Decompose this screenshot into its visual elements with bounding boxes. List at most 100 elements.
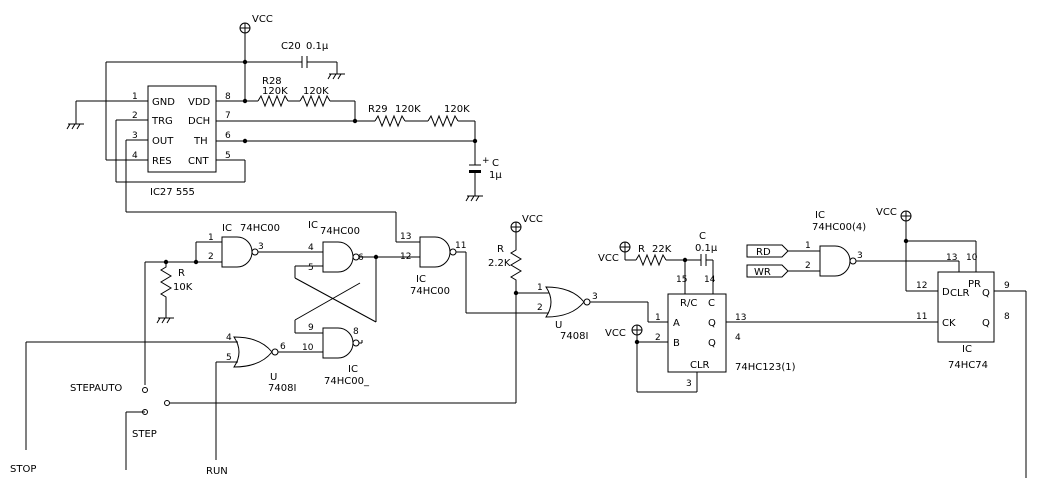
vcc-label: VCC bbox=[252, 14, 273, 25]
pin-number: 3 bbox=[686, 379, 692, 389]
gate-ic-label: IC bbox=[416, 274, 426, 285]
vcc-symbol-top: VCC bbox=[239, 14, 273, 34]
pin-number: 4 bbox=[226, 333, 232, 343]
pin-name: Q bbox=[982, 318, 990, 329]
pin-number: 10 bbox=[302, 343, 314, 353]
or-gate-b: U 7408I 1 2 3 bbox=[537, 283, 598, 342]
r10k-ref: R bbox=[178, 268, 185, 279]
ic27-pin-name: VDD bbox=[188, 97, 211, 108]
capacitor-c-osc: C 0.1μ bbox=[695, 231, 718, 294]
ic27-pin-num: 2 bbox=[132, 111, 138, 121]
pin-name: CK bbox=[942, 318, 956, 329]
pin-number: 9 bbox=[308, 323, 314, 333]
rd-input-port: RD bbox=[746, 244, 789, 258]
pin-number: 2 bbox=[537, 303, 543, 313]
flipflop-74hc74-section: VCC D CK CLR PR Q Q IC 74HC74 12 11 13 1… bbox=[876, 207, 1027, 478]
resistor-r28: R28 120K 120K bbox=[245, 76, 356, 121]
nand-gate-b: IC 74HC00 4 5 6 bbox=[308, 220, 364, 273]
pin-number: 11 bbox=[916, 312, 927, 322]
vcc-label: VCC bbox=[605, 328, 626, 339]
ic27-pin-num: 8 bbox=[225, 92, 231, 102]
resistor-r29: R29 120K 120K bbox=[368, 104, 476, 165]
gate-ic-label: IC bbox=[815, 210, 825, 221]
control-logic-section: IC 74HC00 1 2 3 R 10K IC 74HC00 4 bbox=[10, 214, 668, 477]
ic27-pin-name: GND bbox=[152, 97, 175, 108]
pin-number: 3 bbox=[592, 292, 598, 302]
pin-number: 5 bbox=[308, 263, 314, 273]
ic27-pin-num: 4 bbox=[132, 151, 138, 161]
pin-number: 3 bbox=[258, 242, 264, 252]
vcc-symbol-hc74: VCC bbox=[876, 207, 912, 222]
gate-u-label: U bbox=[555, 320, 562, 331]
pin-number: 8 bbox=[1004, 312, 1010, 322]
ic-74hc74 bbox=[937, 271, 995, 343]
pin-number: 13 bbox=[735, 313, 746, 323]
ic27-pin-num: 1 bbox=[132, 92, 138, 102]
c-polarity: + bbox=[482, 156, 490, 166]
resistor-22k: R 22K bbox=[635, 244, 672, 267]
gate-ic-label: IC bbox=[308, 220, 318, 231]
gate-u-label: U bbox=[270, 372, 277, 383]
ic27-pin-name: OUT bbox=[152, 136, 174, 147]
pin-number: 3 bbox=[857, 251, 863, 261]
vcc-symbol-hc123: VCC bbox=[605, 324, 643, 339]
pin-number: 13 bbox=[400, 232, 411, 242]
wr-input-port: WR bbox=[746, 264, 789, 278]
pin-name: CLR bbox=[950, 288, 970, 299]
c20-value: 0.1μ bbox=[306, 41, 329, 52]
resistor-2-2k: R 2.2K bbox=[488, 232, 522, 293]
r29-value: 120K bbox=[395, 104, 421, 115]
monostable-74hc123-section: A B Q Q R/C C CLR 74HC123(1) 1 2 13 4 15… bbox=[598, 231, 938, 393]
stepauto-switch[interactable]: STEPAUTO STEP bbox=[70, 383, 170, 470]
r29-ref: R29 bbox=[368, 104, 388, 115]
pin-number: 4 bbox=[735, 333, 741, 343]
pin-name: R/C bbox=[680, 298, 697, 309]
r28-value: 120K bbox=[262, 86, 288, 97]
capacitor-c-timing: + C 1μ bbox=[465, 156, 502, 202]
pin-number: 2 bbox=[655, 333, 661, 343]
pin-number: 14 bbox=[704, 275, 716, 285]
pin-name: PR bbox=[968, 279, 981, 290]
pin-name: C bbox=[708, 298, 715, 309]
pin-name: B bbox=[673, 338, 680, 349]
pin-number: 5 bbox=[226, 353, 232, 363]
gate-part-label: 74HC00 bbox=[240, 223, 280, 234]
c-osc-value: 0.1μ bbox=[695, 243, 718, 254]
timer-555-section: VCC C20 0.1μ GND TRG OUT R bbox=[66, 14, 502, 243]
pin-number: 8 bbox=[353, 327, 359, 337]
ic27-label: IC27 555 bbox=[150, 187, 195, 198]
step-label: STEP bbox=[132, 429, 157, 440]
ic-74hc74-ic: IC bbox=[962, 344, 972, 355]
pin-name: CLR bbox=[690, 360, 710, 371]
ic-74hc123 bbox=[667, 293, 727, 373]
pin-number: 1 bbox=[805, 241, 811, 251]
pin-number: 10 bbox=[966, 253, 978, 263]
gate-part-label: 7408I bbox=[268, 383, 296, 394]
c20-ref: C20 bbox=[281, 41, 301, 52]
r28-value: 120K bbox=[303, 86, 329, 97]
r28-ref: R28 bbox=[262, 76, 282, 87]
pin-name: D bbox=[942, 287, 950, 298]
gate-part-label: 74HC00 bbox=[320, 226, 360, 237]
vcc-label: VCC bbox=[876, 207, 897, 218]
pin-name: Q bbox=[982, 288, 990, 299]
pin-name: Q bbox=[708, 318, 716, 329]
gate-part-label: 74HC00 bbox=[410, 286, 450, 297]
pin-number: 4 bbox=[308, 243, 314, 253]
capacitor-c20: C20 0.1μ bbox=[245, 41, 345, 80]
vcc-symbol-pullup: VCC bbox=[510, 214, 543, 233]
ic27-pin-name: TRG bbox=[151, 116, 173, 127]
c-osc-ref: C bbox=[699, 231, 706, 242]
pin-number: 13 bbox=[946, 253, 957, 263]
run-label: RUN bbox=[206, 466, 228, 477]
nand-gate-d: IC 74HC00 13 12 11 bbox=[400, 232, 466, 297]
pin-number: 12 bbox=[400, 252, 411, 262]
pin-number: 6 bbox=[358, 253, 364, 263]
gate-ic-label: IC bbox=[348, 364, 358, 375]
stop-label: STOP bbox=[10, 464, 36, 475]
gate-part-label: 7408I bbox=[560, 331, 588, 342]
r29-value: 120K bbox=[444, 104, 470, 115]
io-select-section: RD WR IC 74HC00(4) 1 2 3 bbox=[746, 210, 960, 278]
pin-number: 1 bbox=[208, 233, 214, 243]
r22k-value: 2.2K bbox=[488, 258, 511, 269]
